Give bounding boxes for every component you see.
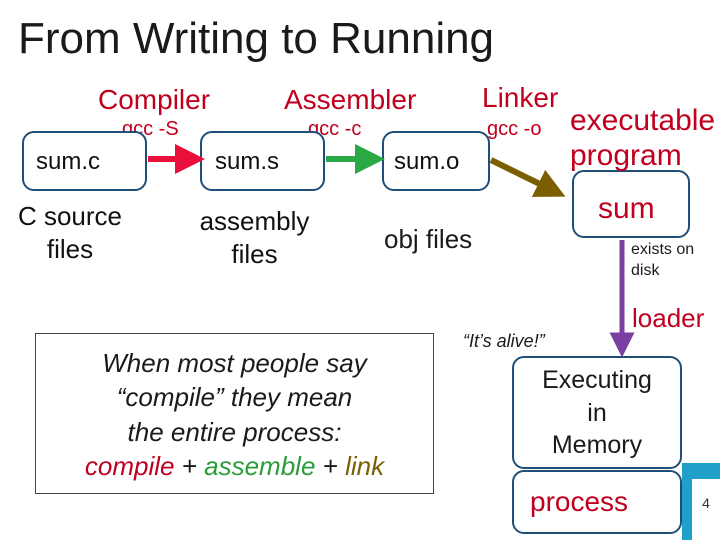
callout-plus-2: + [315,450,346,481]
link-arrow [489,157,566,197]
compiler-label: Compiler [98,84,211,115]
executable-line2: program [570,138,682,172]
exists-line1: exists on [631,241,695,258]
sum-o-box: sum.o [382,131,490,191]
executing-line1: Executing [542,366,652,394]
c-source-line2: files [46,233,94,264]
executing-text: Executing in Memory [514,364,680,462]
executing-line3: Memory [551,431,643,459]
callout-compile: compile [84,450,175,481]
sum-executable-box: sum [572,170,690,238]
obj-files-label: obj files [384,224,473,254]
callout-line1: When most people say [102,348,367,378]
sum-label: sum [598,192,655,225]
callout-line3: the entire process: [127,416,342,447]
sum-c-label: sum.c [36,148,101,175]
page-number-text: 4 [702,495,710,511]
callout-plus-1: + [174,450,205,481]
linker-label: Linker [482,82,559,113]
gcc-o-command: gcc -o [487,118,542,140]
executing-box: Executing in Memory [512,356,682,469]
c-source-line1: C source [17,201,123,231]
process-box: process [512,470,682,534]
assembly-line1: assembly [199,206,310,236]
sum-c-box: sum.c [22,131,147,191]
exists-line2: disk [631,261,660,279]
callout-link: link [345,450,385,481]
process-label: process [530,486,629,517]
executable-program-text: executable program [570,104,715,173]
assembler-label: Assembler [284,84,417,115]
its-alive-label: “It’s alive!” [463,331,545,351]
exists-on-disk-label: exists on disk [631,240,694,282]
assembly-line2: files [231,238,278,269]
sum-s-box: sum.s [200,131,325,191]
compile-definition-callout: When most people say “compile” they mean… [35,333,434,494]
executing-line2: in [587,398,607,427]
loader-label: loader [632,303,705,333]
executable-line1: executable [570,104,716,137]
sum-o-label: sum.o [394,148,460,175]
callout-assemble: assemble [204,450,316,481]
c-source-files-label: C source files [0,200,140,265]
assembly-files-label: assembly files [182,205,327,270]
page-number: 4 [692,479,720,540]
callout-line2: “compile” they mean [116,382,353,413]
callout-line4: compile + assemble + link [36,449,433,483]
slide-title: From Writing to Running [18,14,495,63]
sum-s-label: sum.s [215,148,280,175]
